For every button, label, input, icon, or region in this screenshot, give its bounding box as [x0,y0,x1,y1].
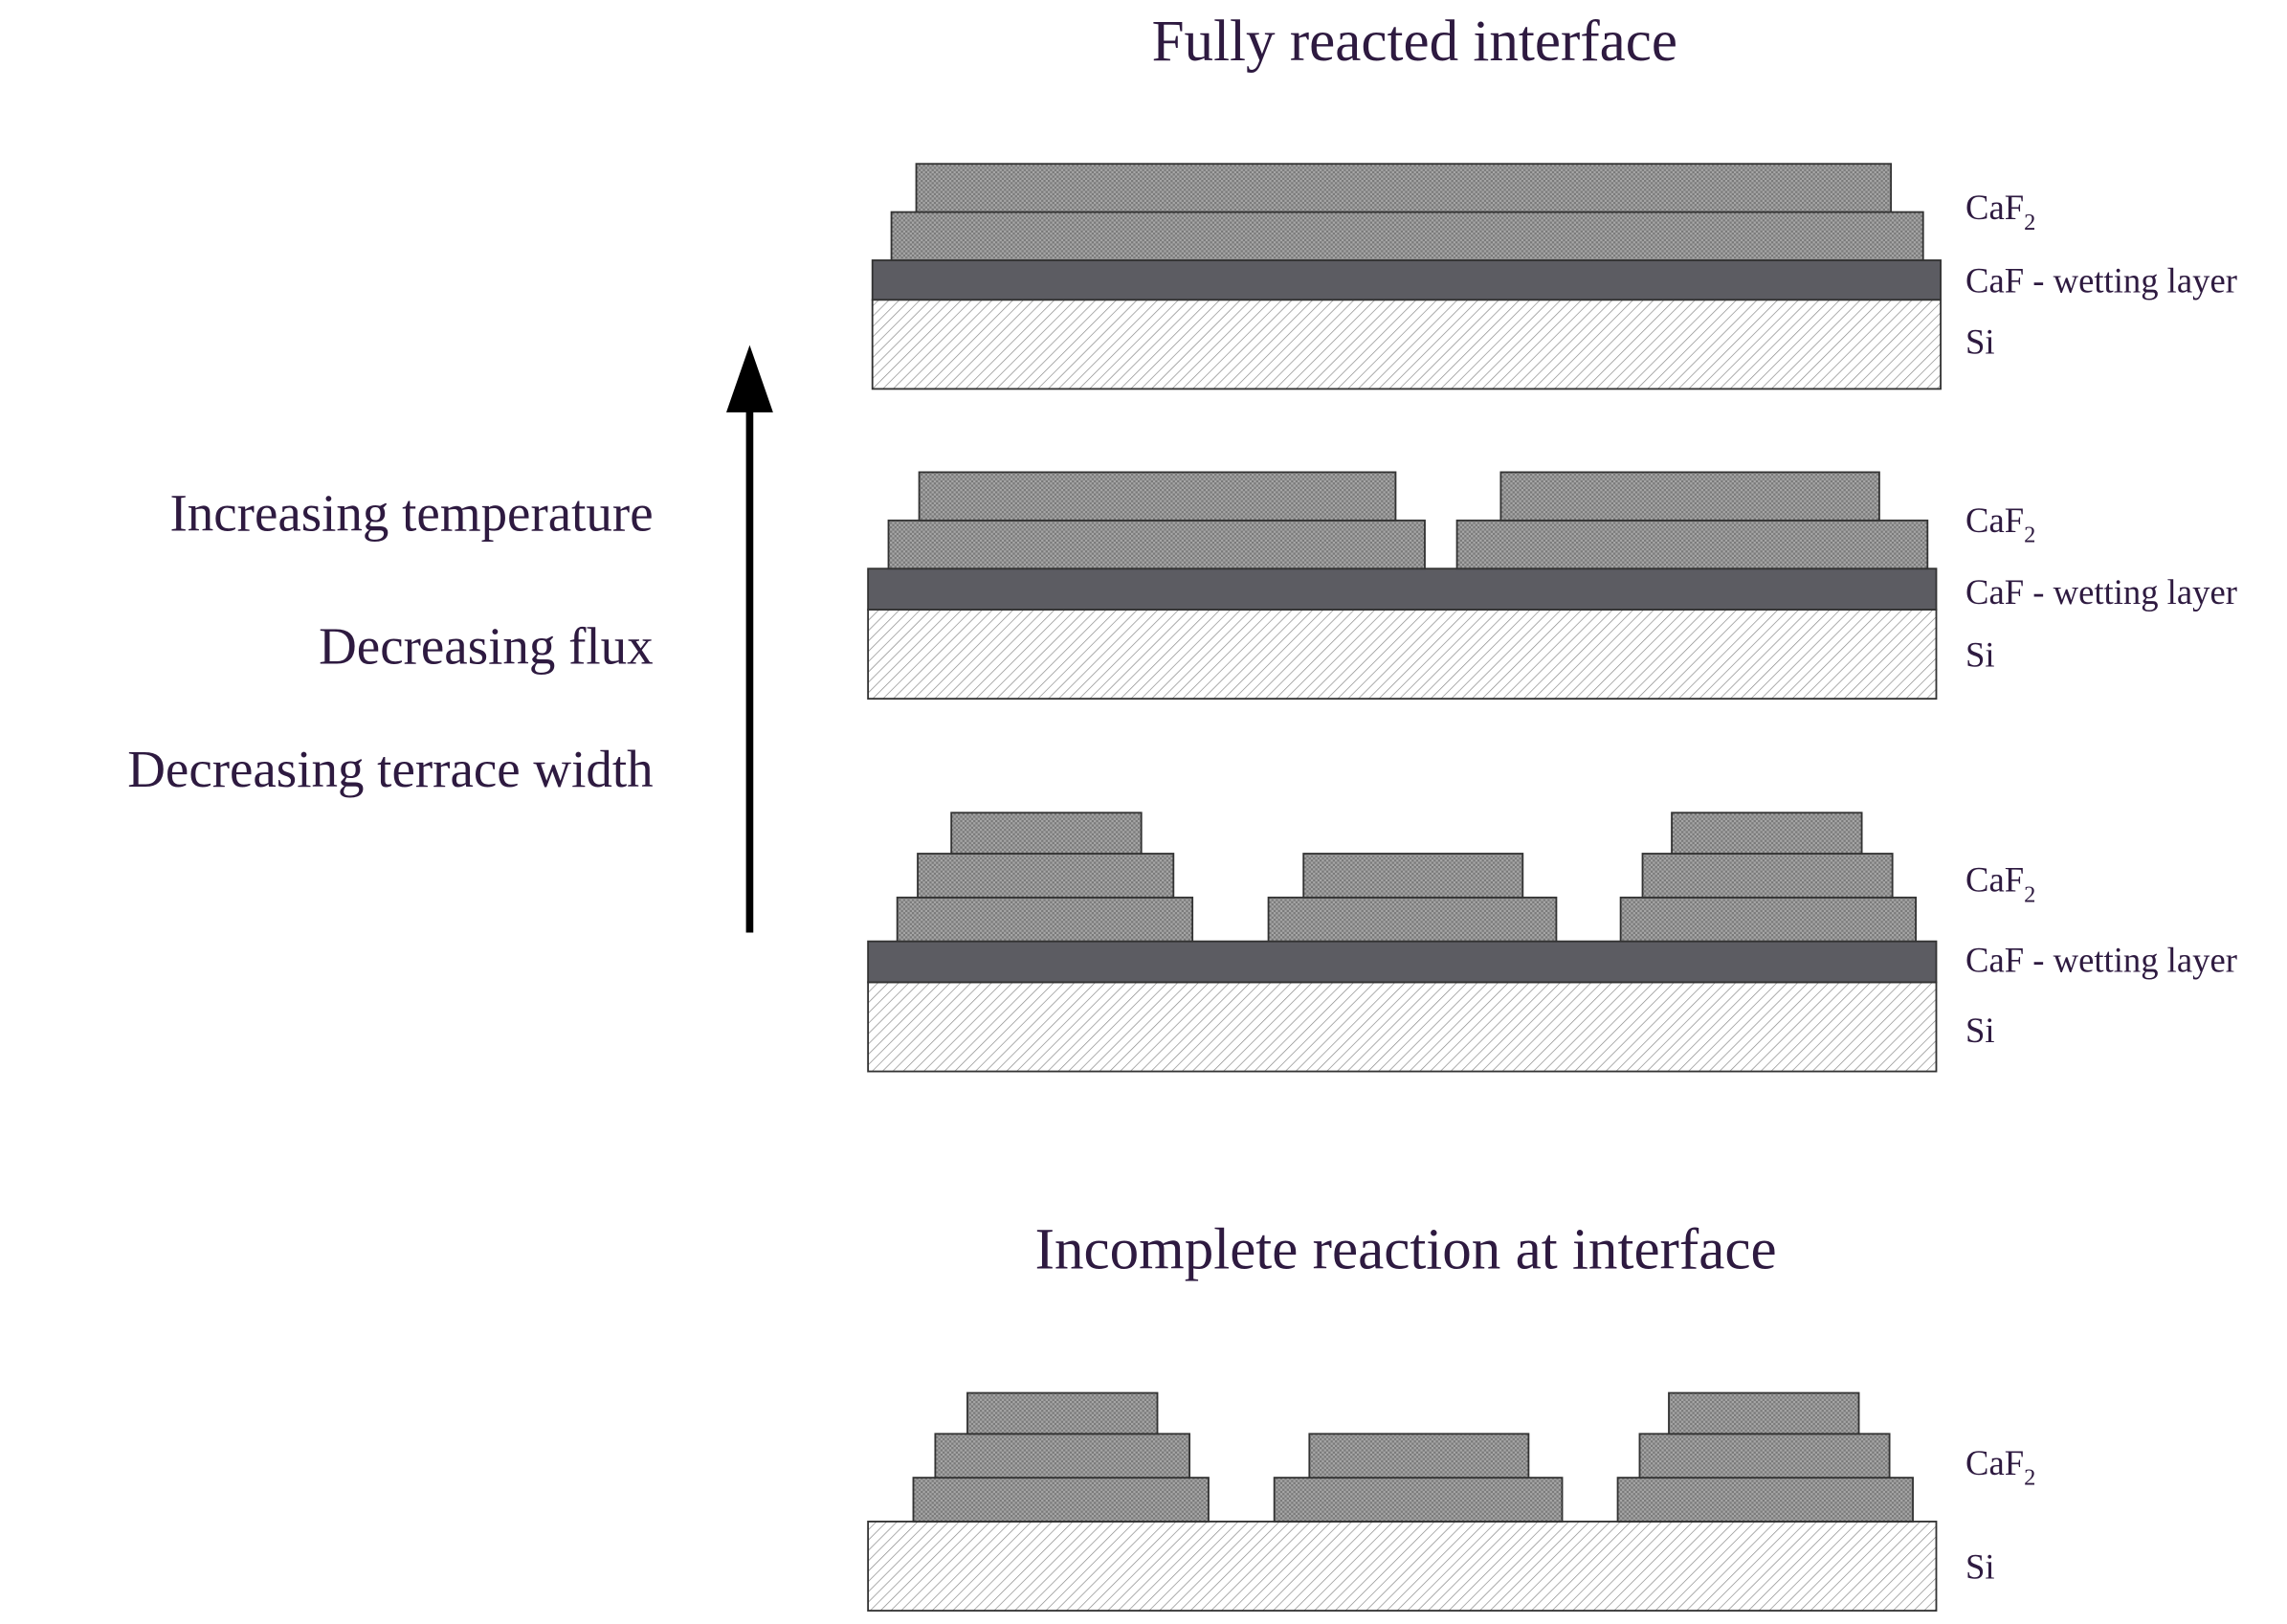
label-caf2: CaF2 [1965,501,2035,548]
label-si: Si [1965,1546,1995,1586]
si-substrate [871,299,1942,390]
caf2-island [1273,1477,1564,1523]
caf2-island [887,519,1426,570]
caf2-island [1302,853,1524,899]
label-caf2: CaF2 [1965,188,2035,235]
trend-label-terrace: Decreasing terrace width [127,740,653,798]
si-substrate [867,1521,1938,1613]
si-substrate [867,609,1938,701]
caf2-layer [890,211,1924,261]
caf2-island [1638,1433,1891,1479]
trend-arrow [725,345,773,933]
stack-incomplete-reaction: CaF2 Si [867,1391,2035,1613]
caf2-island [1455,519,1929,570]
label-si: Si [1965,635,1995,675]
caf2-island [912,1477,1210,1523]
caf2-island [917,853,1175,899]
si-substrate [867,981,1938,1073]
caf2-island [1619,896,1918,943]
label-si: Si [1965,1011,1995,1050]
title-top: Fully reacted interface [1152,10,1677,74]
stack-fully-reacted: CaF2 CaF - wetting layer Si [871,163,2237,390]
caf2-island [1671,812,1863,855]
caf2-island [918,471,1397,522]
caf2-island [966,1391,1159,1435]
caf2-island [934,1433,1191,1479]
caf-wetting-layer [867,940,1938,984]
label-caf-wetting: CaF - wetting layer [1965,261,2237,300]
caf2-island [1668,1391,1860,1435]
label-si: Si [1965,323,1995,362]
caf2-island [1641,853,1894,899]
caf2-layer [915,163,1893,213]
caf-wetting-layer [867,567,1938,611]
caf-wetting-layer [871,259,1942,301]
caf2-island [1308,1433,1530,1479]
label-caf-wetting: CaF - wetting layer [1965,941,2237,980]
label-caf2: CaF2 [1965,860,2035,908]
caf2-island [950,812,1143,855]
stack-three-islands-wetting: CaF2 CaF - wetting layer Si [867,812,2237,1073]
title-bottom: Incomplete reaction at interface [1035,1218,1777,1282]
trend-label-flux: Decreasing flux [319,616,654,675]
label-caf2: CaF2 [1965,1443,2035,1491]
label-caf-wetting: CaF - wetting layer [1965,572,2237,612]
trend-label-temperature: Increasing temperature [169,484,653,543]
caf2-island [896,896,1194,943]
caf2-island [1499,471,1880,522]
caf2-island [1616,1477,1914,1523]
caf2-island [1267,896,1558,943]
stack-two-terraces: CaF2 CaF - wetting layer Si [867,471,2237,701]
